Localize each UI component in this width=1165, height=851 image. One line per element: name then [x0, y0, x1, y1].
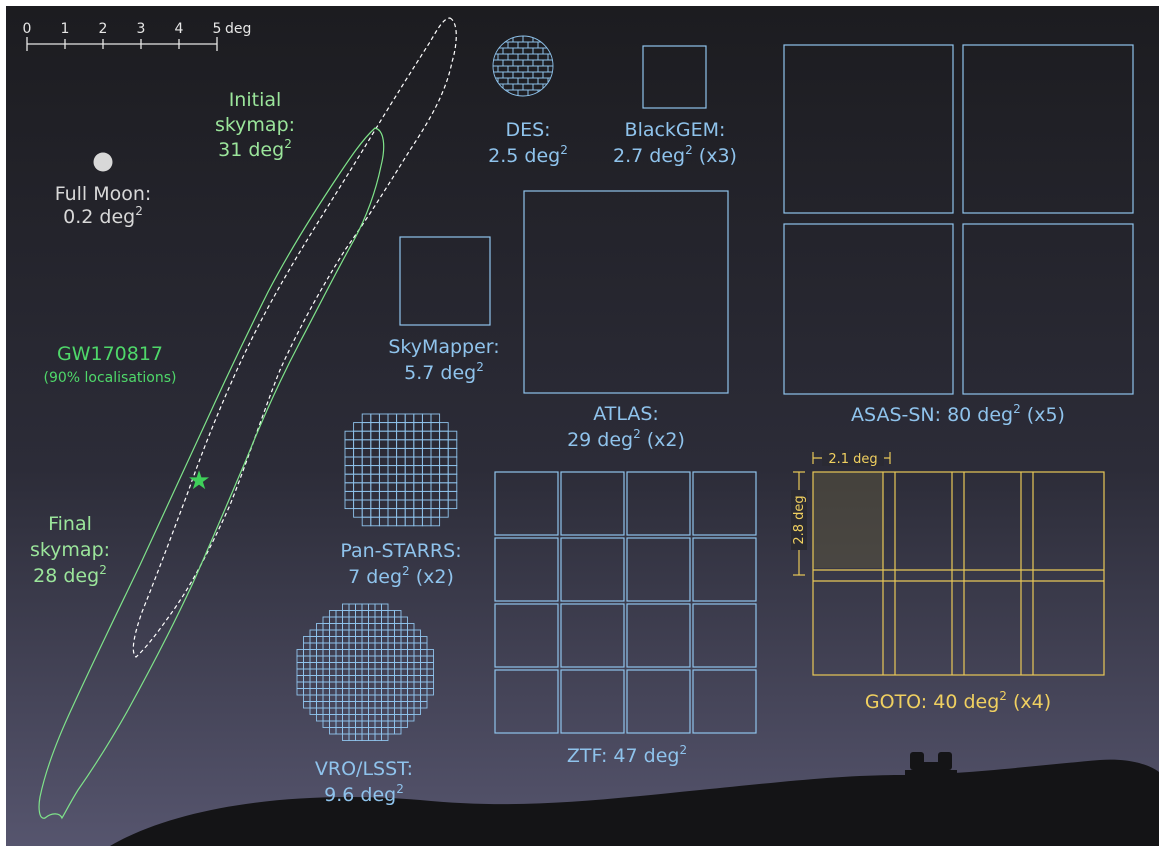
scale-tick-5: 5 — [213, 21, 222, 37]
gw-event-caption: (90% localisations) — [44, 370, 177, 386]
goto-fields — [793, 452, 1105, 676]
initial-skymap-label-2: skymap: — [215, 114, 295, 136]
goto-width-label: 2.1 deg — [828, 452, 877, 467]
atlas-area: 29 deg2 (x2) — [567, 427, 685, 451]
goto-label: GOTO: 40 deg2 (x4) — [865, 689, 1051, 713]
moon-label: Full Moon: — [55, 183, 152, 205]
detector-chip — [439, 508, 449, 518]
event-location-star-icon: ★ — [187, 466, 210, 496]
blackgem-area: 2.7 deg2 (x3) — [613, 143, 737, 167]
full-moon-icon — [93, 152, 113, 172]
des-area: 2.5 deg2 — [488, 143, 568, 167]
detector-chip — [494, 669, 559, 734]
detector-chip — [494, 471, 559, 536]
detector-chip — [626, 471, 691, 536]
detector-chip — [560, 669, 625, 734]
panstarrs-area: 7 deg2 (x2) — [348, 564, 454, 588]
detector-chip — [692, 603, 757, 668]
ztf-field — [494, 471, 757, 734]
detector-chip — [394, 727, 402, 735]
scale-tick-0: 0 — [23, 21, 32, 37]
final-skymap-contour — [38, 127, 385, 820]
final-skymap-label-1: Final — [48, 513, 92, 535]
detector-chip — [381, 733, 389, 741]
panstarrs-field — [344, 413, 458, 527]
scale-tick-3: 3 — [137, 21, 146, 37]
final-skymap-area: 28 deg2 — [33, 563, 107, 587]
detector-chip — [413, 707, 421, 715]
detector-chip — [560, 471, 625, 536]
ztf-label: ZTF: 47 deg2 — [567, 743, 687, 767]
detector-chip — [692, 471, 757, 536]
final-skymap-label-2: skymap: — [30, 539, 110, 561]
detector-chip — [626, 537, 691, 602]
scale-tick-1: 1 — [61, 21, 70, 37]
hill-silhouette — [110, 759, 1159, 846]
atlas-label: ATLAS: — [593, 403, 659, 425]
detector-chip — [400, 720, 408, 728]
night-sky-background — [6, 6, 1159, 846]
blackgem-field — [642, 45, 707, 109]
detector-chip — [692, 537, 757, 602]
detector-chip — [692, 669, 757, 734]
detector-chip — [420, 701, 428, 709]
vro-area: 9.6 deg2 — [324, 782, 404, 806]
scale-tick-4: 4 — [175, 21, 184, 37]
telescope-silhouette-icon — [905, 752, 957, 784]
atlas-field — [523, 190, 729, 394]
blackgem-label: BlackGEM: — [625, 119, 726, 141]
panstarrs-label: Pan-STARRS: — [340, 540, 461, 562]
detector-chip — [547, 53, 553, 61]
detector-chip — [494, 537, 559, 602]
detector-chip — [407, 714, 415, 722]
moon-area: 0.2 deg2 — [63, 204, 143, 228]
detector-chip — [626, 669, 691, 734]
vro-label: VRO/LSST: — [315, 758, 413, 780]
detector-chip — [560, 603, 625, 668]
skymapper-label: SkyMapper: — [388, 336, 499, 358]
detector-chip — [447, 499, 458, 510]
asassn-label: ASAS-SN: 80 deg2 (x5) — [851, 402, 1065, 426]
detector-chip — [547, 77, 553, 85]
vro-field — [296, 603, 434, 741]
des-label: DES: — [505, 119, 550, 141]
scale-bar: 0 1 2 3 4 5 deg — [23, 21, 251, 51]
skymapper-area: 5.7 deg2 — [404, 360, 484, 384]
initial-skymap-contour — [132, 17, 457, 658]
scale-tick-2: 2 — [99, 21, 108, 37]
goto-height-label: 2.8 deg — [792, 495, 807, 544]
detector-chip — [494, 603, 559, 668]
initial-skymap-area: 31 deg2 — [218, 137, 292, 161]
detector-chip — [426, 688, 434, 696]
skymapper-field — [399, 236, 491, 326]
asassn-fields — [783, 44, 1134, 395]
scale-unit: deg — [225, 21, 251, 37]
detector-chip — [430, 516, 441, 527]
detector-chip — [547, 65, 553, 73]
detector-chip — [560, 537, 625, 602]
detector-chip — [626, 603, 691, 668]
gw-event-name: GW170817 — [57, 343, 163, 365]
initial-skymap-label-1: Initial — [229, 89, 282, 111]
